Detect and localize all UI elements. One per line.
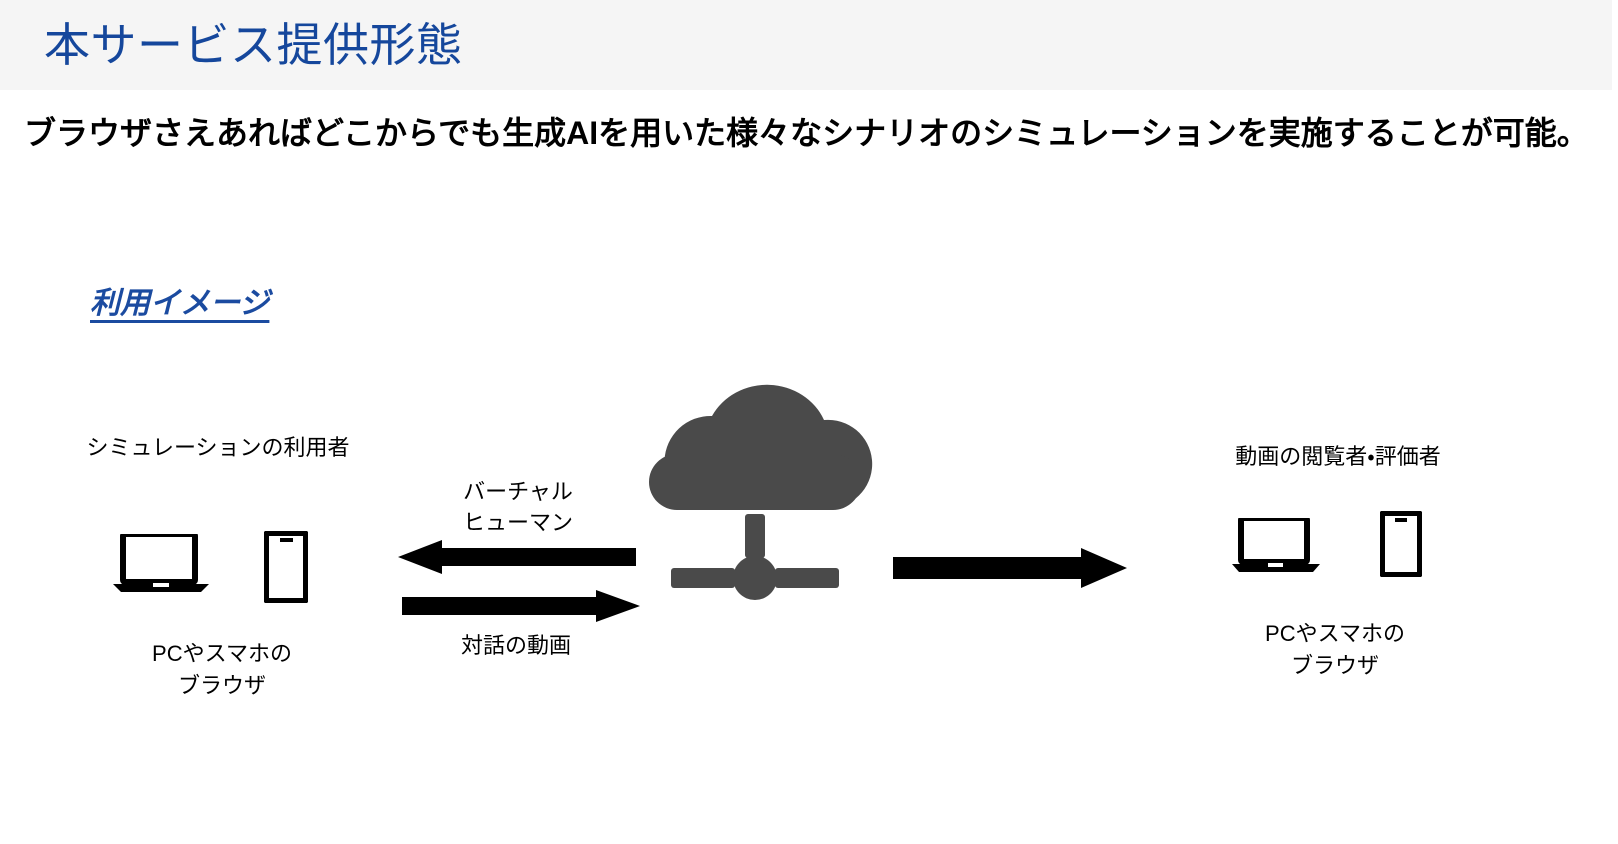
- left-actor-title: シミュレーションの利用者: [86, 435, 350, 460]
- arrow-cloud-to-right: [893, 548, 1127, 588]
- smartphone-icon: [263, 530, 309, 604]
- header-band: [0, 0, 1612, 90]
- right-actor-caption: PCやスマホの ブラウザ: [1265, 621, 1405, 678]
- cloud-network-icon: [632, 368, 878, 604]
- laptop-icon: [113, 531, 209, 592]
- page-title: 本サービス提供形態: [44, 19, 463, 71]
- left-actor-caption: PCやスマホの ブラウザ: [152, 641, 292, 698]
- arrow-label-virtual-human: バーチャル ヒューマン: [462, 479, 574, 535]
- laptop-icon: [1232, 515, 1320, 572]
- arrow-label-dialogue-video: 対話の動画: [460, 633, 572, 658]
- arrow-cloud-to-left: [398, 540, 636, 574]
- arrow-left-to-cloud: [402, 590, 640, 622]
- smartphone-icon: [1379, 510, 1423, 578]
- right-actor-title: 動画の閲覧者・評価者: [1235, 444, 1441, 469]
- lead-sentence: ブラウザさえあればどこからでも生成AIを用いた様々なシナリオのシミュレーションを…: [24, 115, 1589, 151]
- section-heading: 利用イメージ: [90, 287, 270, 320]
